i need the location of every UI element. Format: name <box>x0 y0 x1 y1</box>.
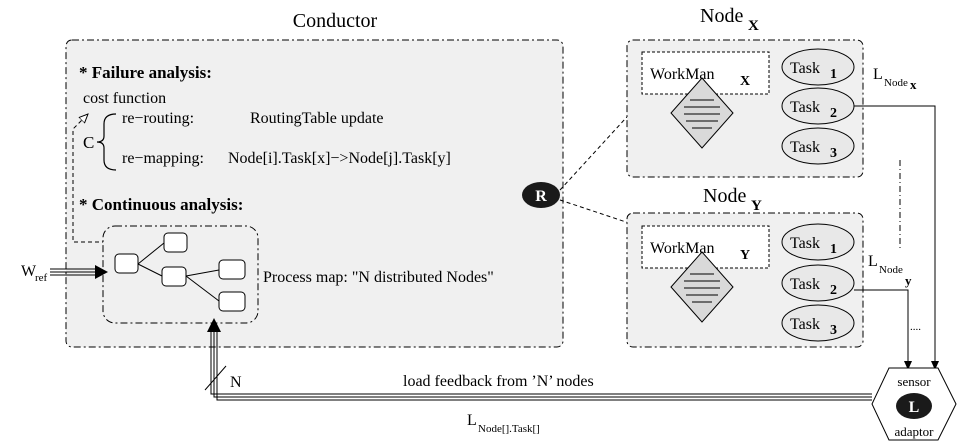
conductor-title: Conductor <box>293 10 378 32</box>
node-y-title: Node <box>703 185 746 207</box>
load-feedback-arrow <box>204 318 872 401</box>
feedback-text: load feedback from ’N’ nodes <box>403 373 594 390</box>
svg-text:3: 3 <box>830 323 837 338</box>
node-y-load-subsub: y <box>905 273 912 288</box>
feedback-l-sub: Node[].Task[] <box>478 423 540 435</box>
process-node <box>218 259 246 280</box>
svg-text:Task: Task <box>790 235 820 252</box>
process-node <box>163 232 188 253</box>
sensor-l-label: L <box>909 399 920 416</box>
wref-main: W <box>21 263 37 280</box>
svg-text:3: 3 <box>830 146 837 161</box>
node-x-workman-diamond <box>670 77 734 149</box>
svg-text:1: 1 <box>830 242 837 257</box>
continuous-analysis-heading: * Continuous analysis: <box>79 195 243 214</box>
svg-text:Task: Task <box>790 276 820 293</box>
rerouting-value: RoutingTable update <box>250 110 384 127</box>
router-label: R <box>535 188 547 205</box>
node-y-load-main: L <box>868 253 878 270</box>
svg-text:Task: Task <box>790 99 820 116</box>
load-line-node-x <box>854 105 939 370</box>
wref-input-arrow <box>50 265 108 279</box>
node-y-task-3: Task 3 <box>781 304 855 342</box>
process-node <box>218 291 246 312</box>
sensor-l-badge <box>896 393 932 419</box>
node-y-task-2: Task 2 <box>781 264 855 302</box>
process-node <box>161 266 187 287</box>
node-x-task-2: Task 2 <box>781 87 855 125</box>
node-x-title: Node <box>700 5 743 27</box>
c-label: C <box>83 133 94 152</box>
svg-text:Task: Task <box>790 139 820 156</box>
sensor-label: sensor <box>897 374 931 389</box>
svg-text:1: 1 <box>830 67 837 82</box>
cost-feedback-arrow <box>72 114 120 243</box>
node-x-workman-label: WorkMan <box>650 66 714 83</box>
rerouting-label: re−routing: <box>122 110 194 127</box>
ellipsis-label: .... <box>910 321 921 333</box>
node-x-load-subsub: x <box>910 77 917 92</box>
node-y-load-sub: Node <box>879 264 903 276</box>
node-x-task-1: Task 1 <box>781 48 855 86</box>
node-x-load-main: L <box>873 66 883 83</box>
load-line-node-y <box>854 289 912 370</box>
feedback-n-label: N <box>230 374 242 391</box>
node-y-task-1: Task 1 <box>781 223 855 261</box>
wref-sub: ref <box>35 272 48 284</box>
feedback-l-main: L <box>467 412 477 429</box>
svg-text:Task: Task <box>790 316 820 333</box>
process-tree <box>114 232 246 312</box>
svg-text:2: 2 <box>830 106 837 121</box>
node-x-workman-sub: X <box>740 74 750 89</box>
failure-analysis-heading: * Failure analysis: <box>79 63 212 82</box>
svg-text:Task: Task <box>790 60 820 77</box>
node-x-load-sub: Node <box>884 77 908 89</box>
remapping-label: re−mapping: <box>122 150 204 167</box>
node-x-task-3: Task 3 <box>781 127 855 165</box>
node-y-workman-label: WorkMan <box>650 240 714 257</box>
node-x-title-sub: X <box>748 18 759 34</box>
cost-function-label: cost function <box>83 90 166 107</box>
node-y-title-sub: Y <box>751 198 762 214</box>
node-y-workman-sub: Y <box>740 248 750 263</box>
remapping-value: Node[i].Task[x]−>Node[j].Task[y] <box>228 150 451 167</box>
adaptor-label: adaptor <box>895 424 935 439</box>
process-map-label: Process map: "N distributed Nodes" <box>263 269 494 286</box>
svg-text:2: 2 <box>830 283 837 298</box>
node-y-workman-diamond <box>670 251 734 323</box>
brace <box>96 113 117 171</box>
process-node <box>114 253 139 274</box>
router-r <box>522 182 560 208</box>
